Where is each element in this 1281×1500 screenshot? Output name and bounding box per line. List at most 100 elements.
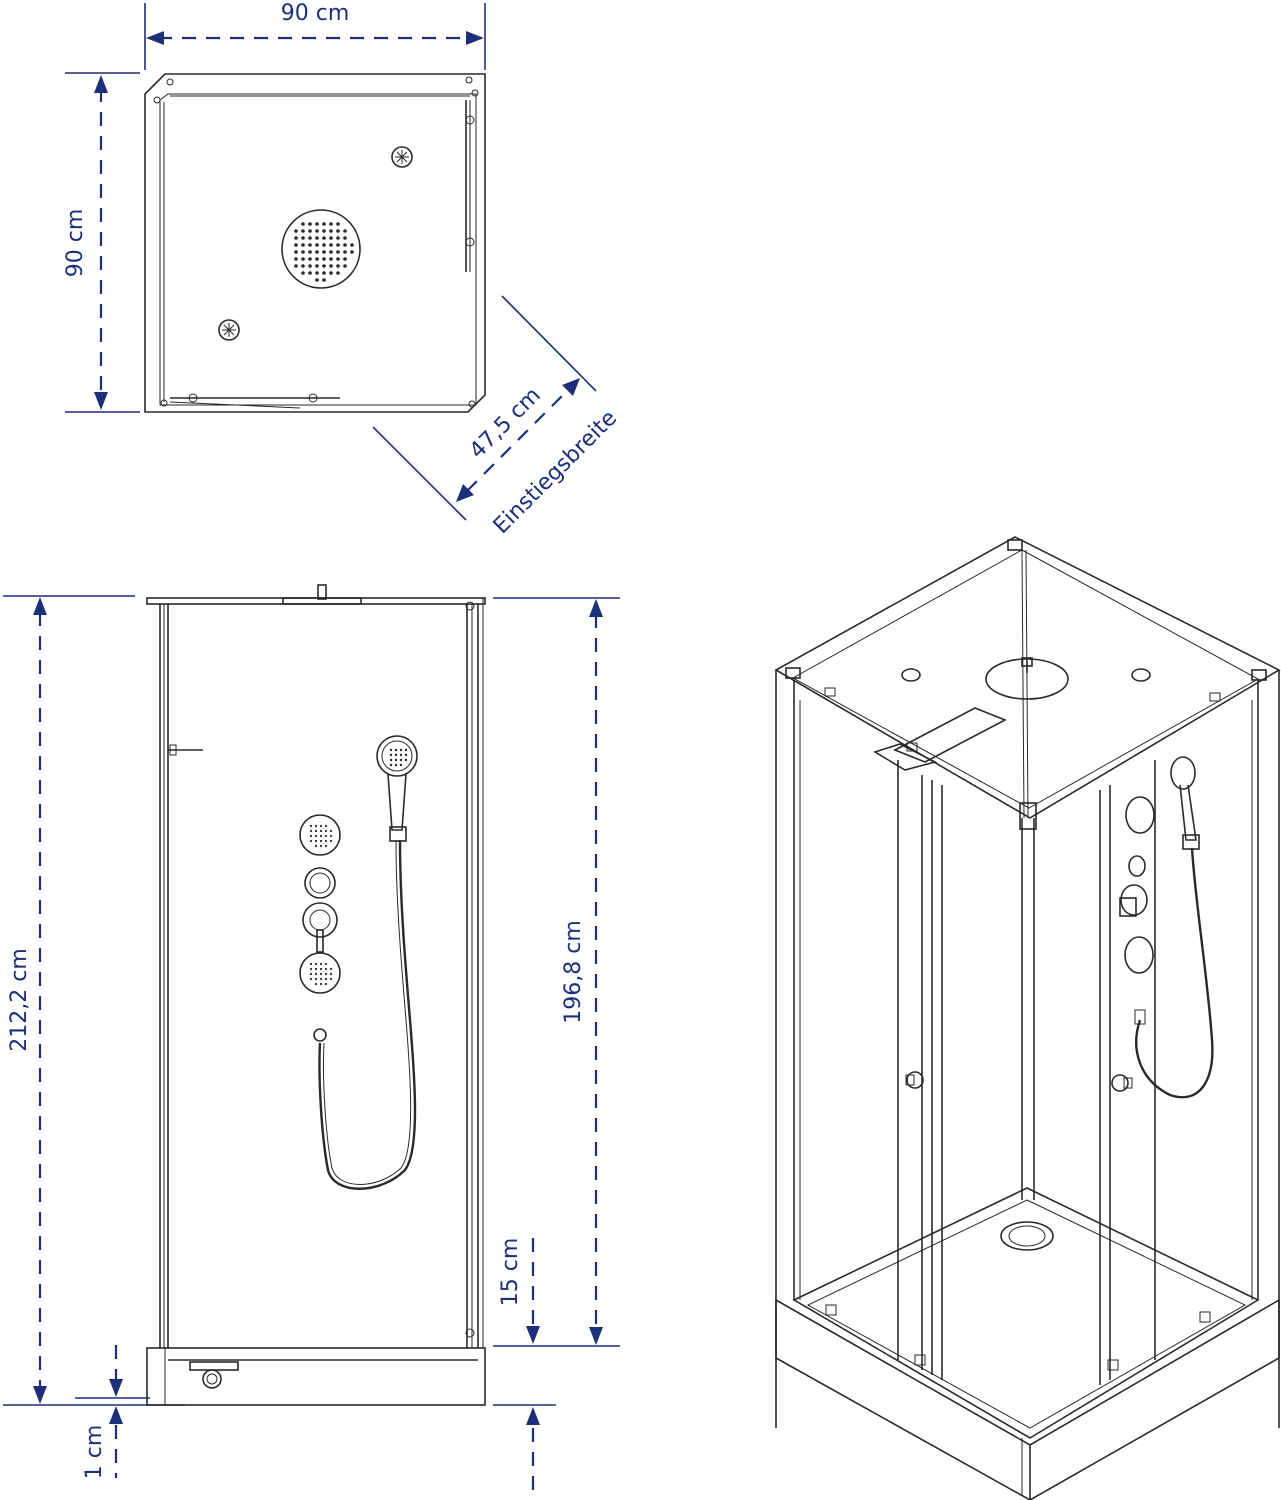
nozzle-dot <box>322 236 326 240</box>
nozzle-dot <box>389 753 393 757</box>
nozzle-dot <box>343 236 347 240</box>
nozzle-dot <box>322 264 326 268</box>
nozzle-dot <box>315 229 319 233</box>
nozzle-dot <box>329 229 333 233</box>
body-jet-icon <box>299 814 341 856</box>
nozzle-dot <box>314 962 318 966</box>
nozzle-dot <box>319 967 323 971</box>
nozzle-dot <box>399 753 403 757</box>
nozzle-dot <box>324 967 328 971</box>
nozzle-dot <box>343 229 347 233</box>
nozzle-dot <box>324 839 328 843</box>
nozzle-dot <box>314 977 318 981</box>
nozzle-dot <box>308 243 312 247</box>
nozzle-dot <box>336 264 340 268</box>
nozzle-dot <box>309 977 313 981</box>
nozzle-dot <box>399 758 403 762</box>
nozzle-dot <box>404 753 408 757</box>
inner-height-label: 196,8 cm <box>561 920 586 1024</box>
nozzle-dot <box>329 243 333 247</box>
nozzle-dot <box>329 834 333 838</box>
nozzle-dot <box>309 839 313 843</box>
top-depth-dimension: 90 cm <box>63 75 108 410</box>
nozzle-dot <box>301 222 305 226</box>
nozzle-dot <box>315 222 319 226</box>
nozzle-dot <box>404 758 408 762</box>
nozzle-dot <box>301 236 305 240</box>
nozzle-dot <box>394 753 398 757</box>
nozzle-dot <box>336 222 340 226</box>
nozzle-dot <box>389 763 393 767</box>
nozzle-dot <box>308 257 312 261</box>
hand-shower-icon <box>376 735 418 842</box>
nozzle-dot <box>314 967 318 971</box>
nozzle-dot <box>336 236 340 240</box>
nozzle-dot <box>314 829 318 833</box>
nozzle-dot <box>343 250 347 254</box>
nozzle-dot <box>309 829 313 833</box>
top-width-dimension: 90 cm <box>146 1 484 45</box>
nozzle-dot <box>294 257 298 261</box>
rain-shower-head-icon <box>281 209 361 289</box>
nozzle-dot <box>394 748 398 752</box>
mixer-lever-icon <box>302 902 338 953</box>
nozzle-dot <box>322 222 326 226</box>
nozzle-dot <box>322 257 326 261</box>
nozzle-dot <box>324 972 328 976</box>
foot-gap-label: 1 cm <box>82 1425 107 1480</box>
inner-height-dimension: 196,8 cm <box>561 599 603 1345</box>
nozzle-dot <box>343 243 347 247</box>
nozzle-dot <box>336 250 340 254</box>
nozzle-dot <box>322 243 326 247</box>
nozzle-dot <box>324 982 328 986</box>
nozzle-dot <box>336 271 340 275</box>
nozzle-dot <box>324 834 328 838</box>
nozzle-dot <box>308 271 312 275</box>
top-view-outline <box>144 73 486 413</box>
nozzle-dot <box>324 829 328 833</box>
nozzle-dot <box>350 243 354 247</box>
nozzle-dot <box>329 250 333 254</box>
nozzle-dot <box>301 250 305 254</box>
nozzle-dot <box>324 824 328 828</box>
nozzle-dot <box>329 839 333 843</box>
body-jet-icon <box>299 952 341 994</box>
nozzle-dot <box>336 243 340 247</box>
nozzle-dot <box>343 264 347 268</box>
nozzle-dot <box>336 257 340 261</box>
entry-width-dimension: 47,5 cm Einstiegsbreite <box>372 295 622 539</box>
nozzle-dot <box>319 829 323 833</box>
nozzle-dot <box>314 982 318 986</box>
nozzle-dot <box>399 748 403 752</box>
nozzle-dot <box>315 236 319 240</box>
nozzle-dot <box>329 967 333 971</box>
nozzle-dot <box>314 824 318 828</box>
nozzle-dot <box>404 748 408 752</box>
nozzle-dot <box>315 271 319 275</box>
top-width-label: 90 cm <box>281 1 350 26</box>
nozzle-dot <box>309 824 313 828</box>
nozzle-dot <box>329 236 333 240</box>
nozzle-dot <box>324 962 328 966</box>
diverter-knob-icon <box>304 867 336 899</box>
nozzle-dot <box>314 839 318 843</box>
nozzle-dot <box>294 236 298 240</box>
nozzle-dot <box>329 829 333 833</box>
isometric-view <box>774 536 1281 1500</box>
total-height-dimension: 212,2 cm <box>7 597 47 1404</box>
nozzle-dot <box>322 229 326 233</box>
nozzle-dot <box>308 229 312 233</box>
nozzle-dot <box>308 250 312 254</box>
nozzle-dot <box>319 962 323 966</box>
nozzle-dot <box>294 229 298 233</box>
body-jet-icon <box>218 319 240 341</box>
nozzle-dot <box>309 834 313 838</box>
nozzle-dot <box>324 977 328 981</box>
nozzle-dot <box>301 257 305 261</box>
nozzle-dot <box>309 967 313 971</box>
nozzle-dot <box>319 844 323 848</box>
nozzle-dot <box>315 257 319 261</box>
nozzle-dot <box>399 763 403 767</box>
nozzle-dot <box>294 243 298 247</box>
nozzle-dot <box>336 229 340 233</box>
